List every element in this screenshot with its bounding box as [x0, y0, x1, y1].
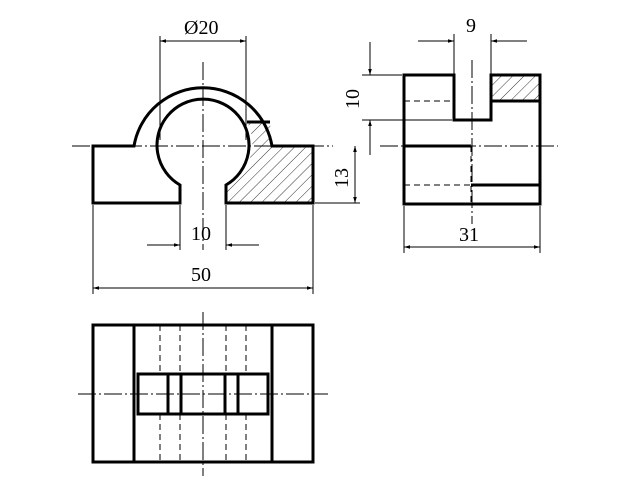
- dimension-total-width: 50: [92, 205, 314, 294]
- dim-diameter-label: Ø20: [184, 17, 218, 39]
- side-view: [380, 60, 558, 224]
- dim-side-lower-height-label: 13: [331, 168, 353, 188]
- top-view: [78, 312, 328, 476]
- dim-side-slot-depth-label: 10: [342, 89, 364, 109]
- front-view: [72, 62, 333, 250]
- dim-side-slot-width-label: 9: [466, 15, 476, 37]
- front-outline: [91, 86, 315, 205]
- dim-total-width-label: 50: [191, 264, 211, 286]
- front-section-hatch: [226, 122, 313, 203]
- dimension-diameter: Ø20: [159, 17, 247, 140]
- side-outline: [402, 73, 542, 206]
- dimension-slot-width: 10: [147, 205, 259, 250]
- dimension-side-slot-width: 9: [418, 15, 527, 74]
- dimension-side-slot-depth: 10: [342, 42, 452, 155]
- side-section-hatch: [491, 75, 540, 101]
- dim-slot-width-label: 10: [191, 223, 211, 245]
- dimension-side-lower-height: 13: [315, 146, 360, 204]
- dimension-side-depth: 31: [403, 206, 541, 253]
- dim-side-depth-label: 31: [459, 224, 479, 246]
